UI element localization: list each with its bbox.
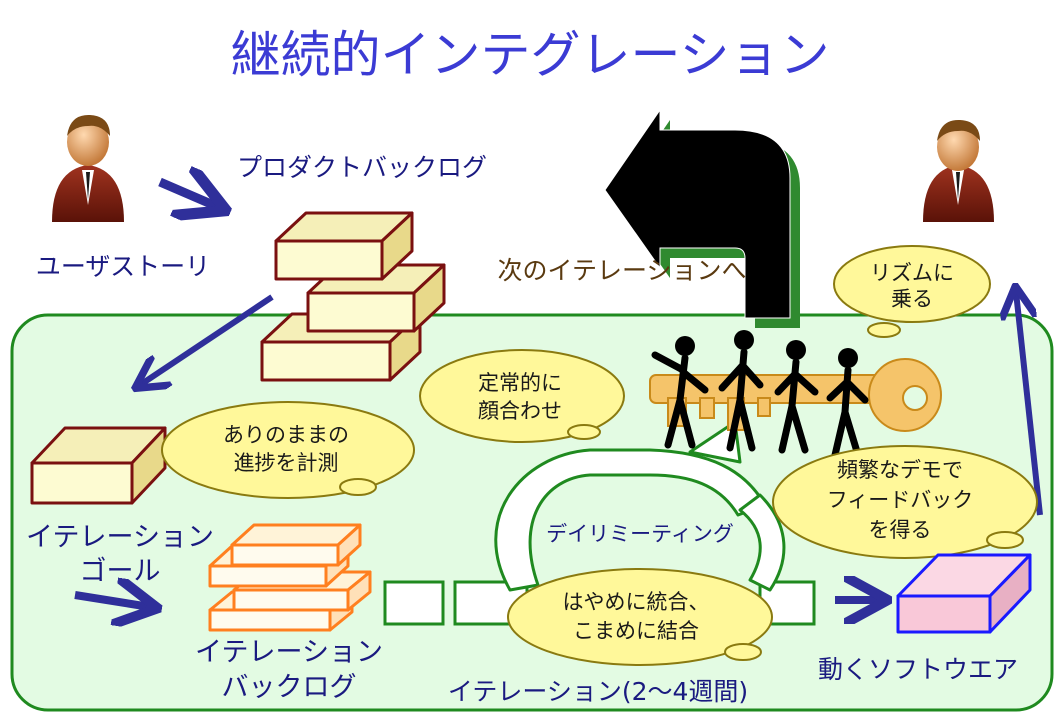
brick: [230, 523, 362, 567]
arrow-backlog-to-goal: [140, 294, 274, 385]
label-iteration-goal-line2: ゴール: [80, 556, 161, 587]
iteration-goal-box: [30, 426, 167, 505]
bubble-rhythm-line1: リズムに: [870, 261, 954, 285]
bubble-rhythm-line2: 乗る: [891, 287, 933, 311]
team-member: [651, 336, 709, 449]
timeline-box: [383, 580, 445, 626]
daily-meeting-loop-arrow: [494, 420, 786, 592]
bubble-progress: ありのままの 進捗を計測: [161, 401, 415, 499]
bubble-demo-line1: 頻繁なデモで: [837, 458, 963, 482]
bubble-integrate-line2: こまめに結合: [573, 619, 699, 643]
next-iteration-arrow: [604, 108, 800, 328]
arrow-story-to-backlog: [158, 182, 218, 207]
arrow-goal-to-iteration-backlog: [74, 595, 150, 607]
bubble-integrate-line1: はやめに統合、: [563, 590, 710, 614]
iteration-backlog-stack: [208, 523, 372, 632]
label-product-backlog: プロダクトバックログ: [237, 153, 487, 182]
bubble-demo-line2: フィードバック: [827, 488, 974, 512]
label-user-story: ユーザストーリ: [36, 252, 210, 281]
brick: [274, 211, 414, 281]
label-working-software: 動くソフトウエア: [818, 655, 1018, 684]
bubble-integrate: はやめに統合、 こまめに結合: [507, 568, 773, 666]
team-member: [826, 348, 869, 459]
team-figures: [651, 330, 869, 459]
user-icon-right: [923, 119, 994, 222]
bubble-progress-line1: ありのままの: [223, 423, 349, 447]
label-daily-meeting: デイリミーティング: [546, 522, 734, 546]
working-software-box: [896, 553, 1032, 634]
bubble-demo-line3: を得る: [869, 518, 932, 542]
bubble-progress-line2: 進捗を計測: [234, 451, 339, 475]
product-backlog-bricks: [260, 211, 446, 382]
label-iteration-backlog-line1: イテレーション: [195, 637, 383, 668]
bubble-demo: 頻繁なデモで フィードバック を得る: [772, 445, 1038, 559]
team-member: [718, 330, 764, 452]
label-iteration-goal-line1: イテレーション: [26, 522, 214, 553]
team-member: [774, 340, 819, 454]
label-iteration-backlog-line2: バックログ: [222, 672, 357, 703]
label-next-iteration: 次のイテレーションへ: [497, 256, 746, 285]
bubble-face-line2: 顔合わせ: [478, 399, 562, 423]
label-iteration-period: イテレーション(2～4週間): [448, 677, 748, 706]
bubble-rhythm: リズムに 乗る: [833, 245, 991, 338]
user-icon-left: [52, 114, 124, 222]
page-title: 継続的インテグレーション: [231, 26, 830, 84]
bubble-face-to-face: 定常的に 顔合わせ: [419, 349, 625, 443]
bubble-face-line1: 定常的に: [478, 371, 562, 395]
arrow-software-to-user: [1016, 292, 1043, 516]
